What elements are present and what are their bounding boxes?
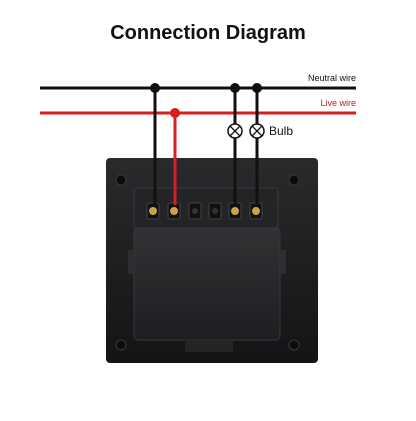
terminal-6 bbox=[249, 202, 263, 220]
live-wire-label: Live wire bbox=[320, 98, 356, 108]
module-clip-right bbox=[280, 250, 286, 274]
mount-hole-bottom-right bbox=[288, 339, 300, 351]
junction-dot-neutral-1 bbox=[150, 83, 160, 93]
terminal-5 bbox=[228, 202, 242, 220]
bulb-label: Bulb bbox=[269, 124, 293, 138]
terminal-1 bbox=[146, 202, 160, 220]
mount-hole-top-right bbox=[288, 174, 300, 186]
neutral-wire-label: Neutral wire bbox=[308, 73, 356, 83]
mount-hole-bottom-left bbox=[115, 339, 127, 351]
terminal-4 bbox=[208, 202, 222, 220]
junction-dot-neutral-2 bbox=[230, 83, 240, 93]
terminals bbox=[146, 202, 263, 220]
terminal-3 bbox=[188, 202, 202, 220]
bulb-icon-2 bbox=[249, 123, 265, 139]
junction-dot-neutral-3 bbox=[252, 83, 262, 93]
switch-panel bbox=[106, 158, 318, 363]
module-clip-left bbox=[128, 250, 134, 274]
mount-hole-top-left bbox=[115, 174, 127, 186]
switch-module bbox=[133, 227, 281, 341]
diagram-title: Connection Diagram bbox=[110, 22, 306, 44]
bulb-icon-1 bbox=[227, 123, 243, 139]
terminal-2 bbox=[167, 202, 181, 220]
module-bottom-tab bbox=[185, 340, 233, 352]
junction-dot-live bbox=[170, 108, 180, 118]
